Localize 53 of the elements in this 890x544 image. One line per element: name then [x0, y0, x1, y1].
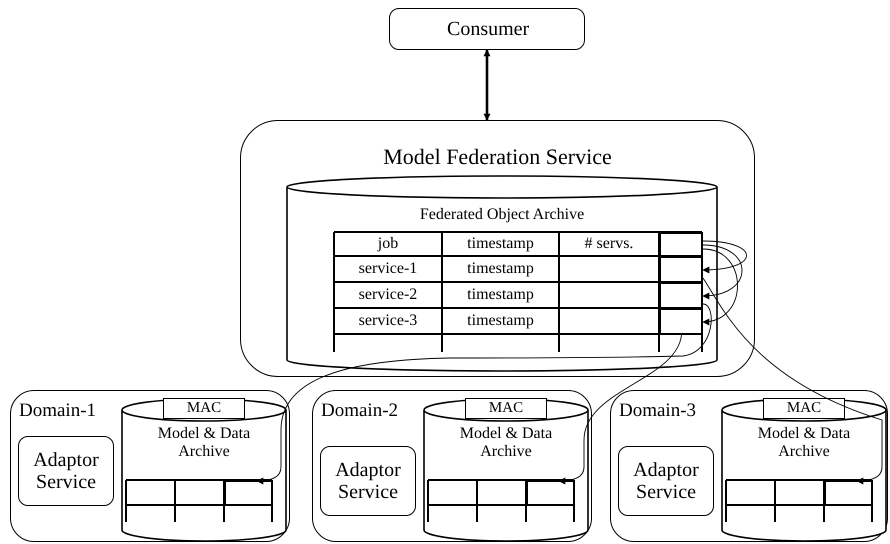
- mac-box: [163, 398, 245, 419]
- arrow: [558, 334, 682, 484]
- table-cell: [660, 233, 703, 257]
- service-box: [618, 446, 714, 516]
- node-label: Adaptor Service: [32, 449, 100, 493]
- column-header: job: [376, 234, 400, 254]
- table-entry: service-2: [358, 285, 418, 305]
- table-entry: timestamp: [466, 259, 535, 279]
- domain-label: Domain-3: [619, 401, 696, 422]
- node-label: MAC: [186, 399, 222, 417]
- archive-cylinder: [721, 399, 887, 541]
- node-label: Consumer: [447, 18, 527, 40]
- table-entry: service-1: [358, 259, 418, 279]
- node-label: MAC: [786, 399, 822, 417]
- arrow: [702, 248, 738, 325]
- mac-box: [465, 398, 547, 419]
- column-header: # servs.: [584, 234, 634, 254]
- arrow: [484, 49, 490, 121]
- table-entry: timestamp: [466, 311, 535, 331]
- arrow: [702, 240, 747, 274]
- node-label: Adaptor Service: [334, 459, 402, 503]
- domain-label: Domain-1: [19, 401, 96, 422]
- archive-cylinder: [423, 399, 589, 541]
- domain-container: [10, 390, 290, 542]
- domain-container: [312, 390, 592, 542]
- arrow: [256, 304, 712, 484]
- service-box: [320, 446, 416, 516]
- domain-label: Domain-2: [321, 401, 398, 422]
- table-entry: timestamp: [466, 285, 535, 305]
- service-box: [18, 436, 114, 506]
- archive-cylinder: [286, 176, 718, 371]
- archive-cylinder: [121, 399, 287, 541]
- node-label: Federated Object Archive: [420, 206, 584, 224]
- table-cell: [527, 481, 575, 506]
- node-label: Model Federation Service: [382, 145, 613, 170]
- arrow: [702, 278, 882, 484]
- table-cell: [660, 283, 703, 309]
- mac-box: [763, 398, 845, 419]
- table-cell: [825, 481, 873, 506]
- node-label: MAC: [488, 399, 524, 417]
- service-container: [240, 120, 755, 377]
- consumer-box: [389, 8, 585, 50]
- table-cell: [660, 309, 703, 335]
- column-header: timestamp: [466, 234, 535, 254]
- node-label: Adaptor Service: [632, 459, 700, 503]
- domain-container: [610, 390, 888, 542]
- node-label: Model & Data Archive: [156, 425, 252, 460]
- node-label: Model & Data Archive: [756, 425, 852, 460]
- arrow: [702, 244, 742, 299]
- table-cell: [225, 481, 273, 506]
- table-cell: [660, 257, 703, 283]
- node-label: Model & Data Archive: [458, 425, 554, 460]
- table-entry: service-3: [358, 311, 418, 331]
